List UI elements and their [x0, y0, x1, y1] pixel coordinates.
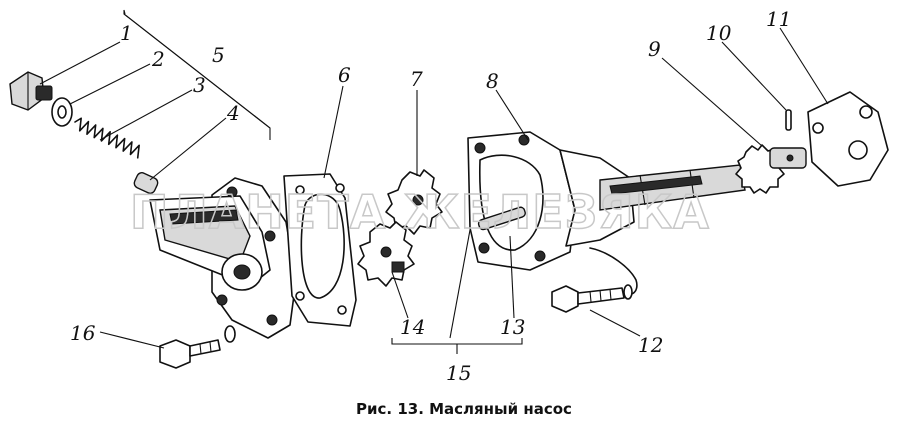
- callout-13: 13: [500, 315, 525, 339]
- callout-10: 10: [706, 21, 732, 45]
- watermark: ПЛАНЕТА ЖЕЛЕЗЯКА: [130, 185, 710, 239]
- drive-shaft-gear: [735, 144, 807, 194]
- pump-cover: [149, 177, 297, 339]
- callout-8: 8: [486, 69, 499, 93]
- valve-spring: [74, 117, 140, 159]
- gear-pin: [785, 109, 792, 131]
- callout-3: 3: [193, 73, 206, 97]
- callout-2: 2: [151, 47, 165, 71]
- callout-6: 6: [338, 63, 351, 87]
- callout-5: 5: [212, 43, 225, 67]
- pump-bolt-right: [551, 284, 633, 313]
- cover-gasket: [283, 173, 357, 327]
- callout-labels: 1 2 3 4 5 6 7 8 9 10 11 12 13 14 15 16: [70, 7, 791, 385]
- sealing-washer: [51, 97, 73, 127]
- callout-9: 9: [648, 37, 661, 61]
- callout-12: 12: [638, 333, 663, 357]
- callout-11: 11: [766, 7, 791, 31]
- mounting-flange: [807, 91, 889, 187]
- leader-lines: [39, 27, 829, 354]
- pump-bolt-left: [159, 325, 236, 369]
- callout-4: 4: [226, 101, 240, 125]
- callout-7: 7: [410, 67, 423, 91]
- pump-body: [467, 131, 746, 296]
- drive-gear: [357, 221, 415, 287]
- relief-valve-bracket: [123, 9, 271, 140]
- callout-16: 16: [70, 321, 96, 345]
- callout-15: 15: [446, 361, 471, 385]
- driven-gear: [385, 169, 443, 235]
- figure-caption: Рис. 13. Масляный насос: [356, 400, 572, 418]
- callout-14: 14: [400, 315, 425, 339]
- callout-1: 1: [120, 21, 133, 45]
- relief-valve-plug: [9, 71, 53, 111]
